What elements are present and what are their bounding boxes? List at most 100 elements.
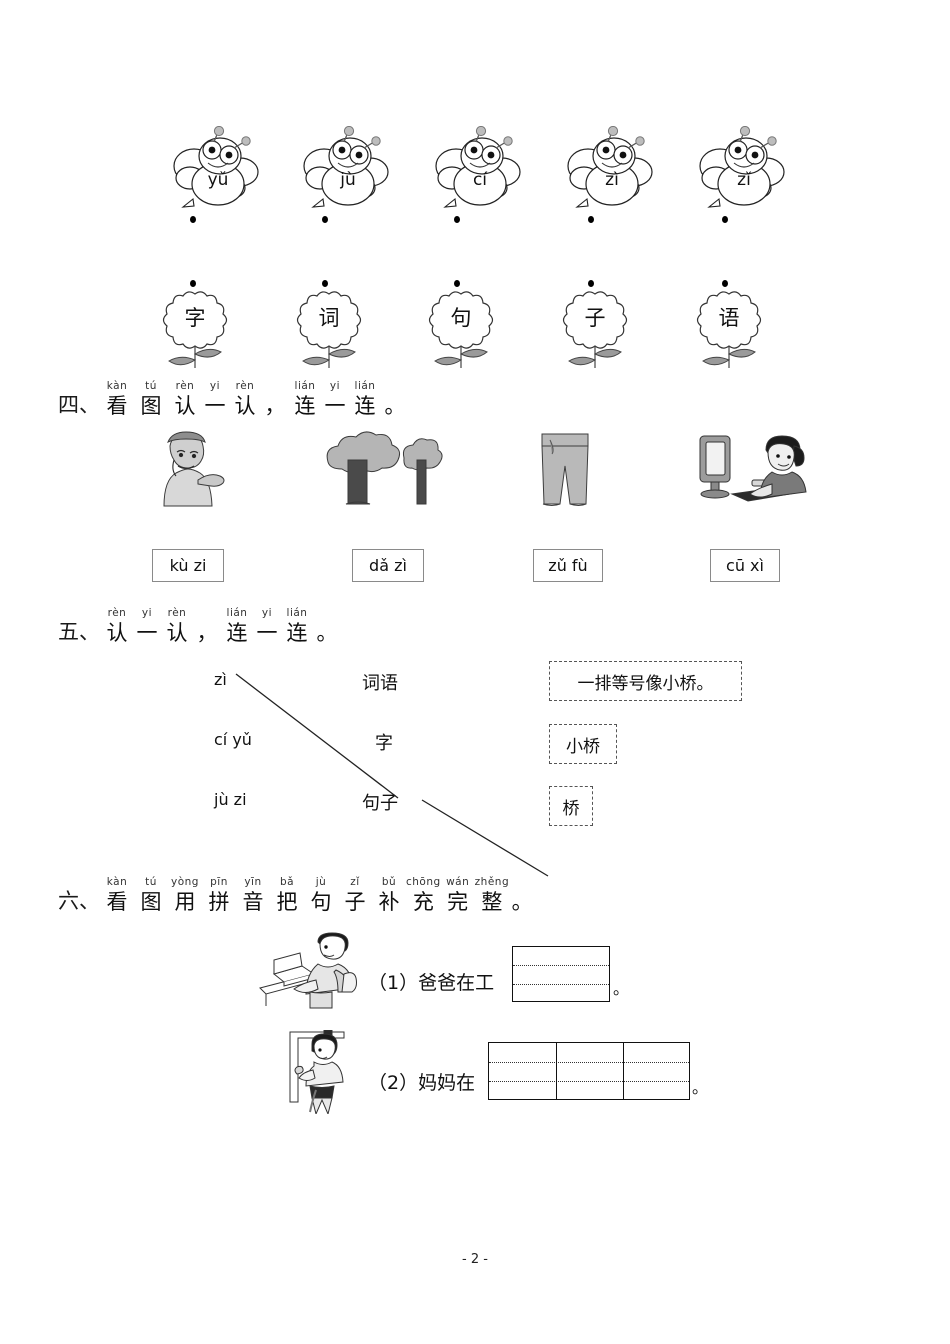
grid-dotted-line: [489, 1062, 689, 1063]
match-middle-item[interactable]: 句子: [362, 789, 398, 815]
girl-blackboard-picture: [286, 1029, 372, 1119]
connect-dot: [454, 216, 460, 223]
word-box[interactable]: kù zi: [152, 549, 224, 582]
connect-dot: [588, 216, 594, 223]
grid-dotted-line: [489, 1081, 689, 1082]
match-left-text: zì: [214, 670, 227, 689]
grid-cell-divider: [556, 1043, 557, 1099]
connect-dot: [190, 280, 196, 287]
match-connector-line: [235, 673, 549, 877]
connect-dot: [588, 280, 594, 287]
ruby-unit: 。: [511, 890, 533, 914]
sentence-box-text: 一排等号像小桥。: [577, 673, 714, 694]
grid-dotted-line: [513, 984, 609, 985]
sentence-label-text: （1）爸爸在工: [368, 972, 495, 994]
word-box[interactable]: zǔ fù: [533, 549, 603, 582]
boy-computer-picture: [258, 930, 376, 1015]
sentence-label: （2）妈妈在: [368, 1068, 475, 1095]
flower-item: 子: [552, 288, 638, 372]
trees-picture: [316, 428, 446, 515]
match-middle-text: 句子: [362, 793, 398, 814]
single-char-box-text: 桥: [562, 798, 580, 819]
pants-picture: [534, 430, 596, 515]
page-number-text: - 2 -: [462, 1252, 488, 1267]
connect-dot: [322, 216, 328, 223]
connect-dot: [722, 280, 728, 287]
grid-dotted-line: [513, 965, 609, 966]
ruby-unit: ，: [264, 394, 286, 418]
flower-item: 字: [152, 288, 238, 372]
pinyin-writing-grid[interactable]: [488, 1042, 690, 1100]
ruby-unit: ，: [196, 621, 218, 645]
word-box-text: dǎ zì: [369, 556, 407, 575]
connect-dot: [190, 216, 196, 223]
match-middle-item[interactable]: 词语: [362, 669, 398, 695]
word-box-text: kù zi: [169, 556, 207, 575]
sentence-period: 。: [692, 1074, 708, 1098]
ruby-unit: 。: [384, 394, 406, 418]
exercise5-number: 五、: [58, 620, 100, 644]
bee-item: jù: [296, 126, 400, 212]
connect-dot: [722, 216, 728, 223]
page-number: - 2 -: [0, 1252, 950, 1267]
match-left-item[interactable]: cí yǔ: [214, 730, 252, 749]
exercise4-number: 四、: [58, 393, 100, 417]
exercise6-number: 六、: [58, 889, 100, 913]
ruby-unit: 。: [316, 621, 338, 645]
bee-item: zǐ: [692, 126, 796, 212]
pinyin-writing-grid[interactable]: [512, 946, 610, 1002]
match-left-item[interactable]: zì: [214, 670, 227, 689]
flower-item: 句: [418, 288, 504, 372]
sentence-period-text: 。: [613, 979, 630, 998]
girl-computer-picture: [694, 428, 814, 515]
sentence-label: （1）爸爸在工: [368, 968, 494, 995]
word-box[interactable]: cū xì: [710, 549, 780, 582]
bee-item: zì: [560, 126, 664, 212]
flower-item: 词: [286, 288, 372, 372]
sentence-period-text: 。: [692, 1078, 709, 1097]
grandfather-picture: [150, 428, 240, 513]
flower-item: 语: [686, 288, 772, 372]
word-phrase-box-text: 小桥: [566, 736, 600, 757]
match-middle-item[interactable]: 字: [375, 729, 393, 755]
sentence-box[interactable]: 一排等号像小桥。: [549, 661, 742, 701]
bee-item: cí: [428, 126, 532, 212]
connect-dot: [322, 280, 328, 287]
word-box[interactable]: dǎ zì: [352, 549, 424, 582]
match-left-text: cí yǔ: [214, 730, 252, 749]
word-phrase-box[interactable]: 小桥: [549, 724, 617, 764]
connect-dot: [454, 280, 460, 287]
single-char-box[interactable]: 桥: [549, 786, 593, 826]
match-left-item[interactable]: jù zi: [214, 790, 247, 809]
